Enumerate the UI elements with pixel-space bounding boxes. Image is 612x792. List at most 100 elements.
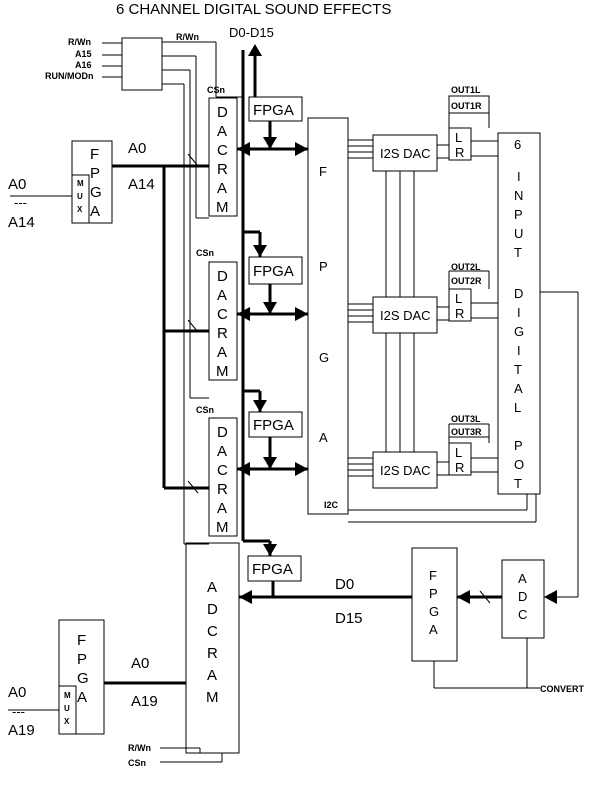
- dacram-1: [208, 97, 238, 217]
- dacram-1-a2: A: [217, 180, 227, 197]
- diagram-title: 6 CHANNEL DIGITAL SOUND EFFECTS: [116, 1, 391, 18]
- out1r-label: OUT1R: [451, 101, 482, 111]
- fpga-small-3: [248, 411, 303, 438]
- dacram-2-d: D: [217, 268, 228, 285]
- lr-box-3: [448, 442, 472, 476]
- pot-i3: I: [517, 343, 521, 358]
- addr-mux-top-box: [71, 174, 90, 224]
- addr-fpga-bottom-box: [58, 619, 105, 735]
- dacram-3-c: C: [217, 462, 228, 479]
- addr-in-top-a0: A0: [8, 176, 26, 193]
- addr-mux-top-u: U: [77, 192, 83, 201]
- addr-fpga-bottom-g: G: [77, 670, 89, 687]
- decoder-input-run: RUN/MODn: [45, 71, 94, 81]
- pot-o: O: [514, 457, 524, 472]
- fpga-small-4-label: FPGA: [252, 561, 293, 578]
- lr-3-r: R: [455, 460, 464, 475]
- pot-i: I: [517, 169, 521, 184]
- addr-in-bottom-a0: A0: [8, 684, 26, 701]
- pot-l: L: [514, 400, 521, 415]
- decoder-output-rw: R/Wn: [176, 32, 199, 42]
- out3l-label: OUT3L: [451, 414, 481, 424]
- dacram-2-csn: CSn: [196, 248, 214, 258]
- d15-label: D15: [335, 610, 363, 627]
- pot-d: D: [514, 286, 523, 301]
- lr-3-l: L: [455, 445, 462, 460]
- convert-label: CONVERT: [540, 684, 585, 694]
- dacram-3: [208, 417, 238, 537]
- addr-fpga-bottom-a: A: [77, 689, 87, 706]
- dacram-2: [208, 261, 238, 381]
- addr-fpga-bottom-f: F: [77, 632, 86, 649]
- adcram-r: R: [207, 645, 218, 662]
- addr-fpga-top-a: A: [90, 203, 100, 220]
- i2c-label: I2C: [324, 500, 339, 510]
- fpga-small-2: [248, 256, 303, 285]
- addr-mux-bottom-m: M: [64, 691, 71, 700]
- addr-out-bottom-a19: A19: [131, 693, 158, 710]
- dacram-3-r: R: [217, 481, 228, 498]
- lr-box-2: [448, 288, 472, 322]
- out2r-label: OUT2R: [451, 276, 482, 286]
- dacram-1-m: M: [216, 199, 229, 216]
- adcram-rw: R/Wn: [128, 743, 151, 753]
- addr-fpga-bottom-p: P: [77, 651, 87, 668]
- addr-in-top-a14: A14: [8, 214, 35, 231]
- data-bus-label: D0-D15: [229, 25, 274, 40]
- pot-p2: P: [514, 438, 523, 453]
- fpga-big-g: G: [319, 350, 329, 365]
- addr-mux-top-m: M: [77, 179, 84, 188]
- pot-a: A: [514, 381, 523, 396]
- pot-num: 6: [514, 137, 521, 152]
- lr-1-r: R: [455, 145, 464, 160]
- dacram-2-a: A: [217, 287, 227, 304]
- pot-t: T: [514, 245, 522, 260]
- addr-out-top-a0: A0: [128, 140, 146, 157]
- lr-2-l: L: [455, 291, 462, 306]
- pot-u: U: [514, 226, 523, 241]
- out3r-label: OUT3R: [451, 427, 482, 437]
- dacram-1-csn: CSn: [207, 85, 225, 95]
- dacram-3-d: D: [217, 424, 228, 441]
- pot-i2: I: [517, 305, 521, 320]
- lr-1-l: L: [455, 130, 462, 145]
- i2s-dac-2: [372, 296, 438, 334]
- adcram-csn: CSn: [128, 758, 146, 768]
- out1l-label: OUT1L: [451, 85, 481, 95]
- adcram-a: A: [207, 579, 217, 596]
- out2l-label: OUT2L: [451, 262, 481, 272]
- dacram-3-a2: A: [217, 500, 227, 517]
- pot-n: N: [514, 188, 523, 203]
- addr-mux-bottom-u: U: [64, 704, 70, 713]
- decoder-input-rw: R/Wn: [68, 37, 91, 47]
- fpga-small-1-label: FPGA: [253, 102, 294, 119]
- decoder-input-a15: A15: [75, 49, 92, 59]
- adcram-c: C: [207, 623, 218, 640]
- addr-in-bottom-a19: A19: [8, 722, 35, 739]
- dacram-3-label: D A C R A M: [216, 424, 229, 536]
- dacram-2-c: C: [217, 306, 228, 323]
- fpga-adc-a: A: [429, 622, 438, 637]
- lr-2-r: R: [455, 306, 464, 321]
- pot-t2: T: [514, 362, 522, 377]
- fpga-small-1: [248, 96, 303, 122]
- fpga-adc-f: F: [429, 568, 437, 583]
- adc-c: C: [518, 607, 527, 622]
- pot-g: G: [514, 324, 524, 339]
- d0-label: D0: [335, 576, 354, 593]
- dacram-1-a: A: [217, 123, 227, 140]
- i2s-dac-3-label: I2S DAC: [380, 463, 431, 478]
- addr-mux-top-x: X: [77, 205, 83, 214]
- i2s-dac-2-label: I2S DAC: [380, 308, 431, 323]
- addr-in-bottom-dash: ---: [12, 704, 25, 719]
- dacram-3-m: M: [216, 519, 229, 536]
- fpga-big-a: A: [319, 430, 328, 445]
- adcram-a2: A: [207, 667, 217, 684]
- adcram-box: [185, 542, 240, 754]
- pot-box: [497, 132, 541, 495]
- adcram-m: M: [206, 689, 219, 706]
- fpga-adc-p: P: [429, 586, 438, 601]
- fpga-big-p: P: [319, 259, 328, 274]
- dacram-1-r: R: [217, 161, 228, 178]
